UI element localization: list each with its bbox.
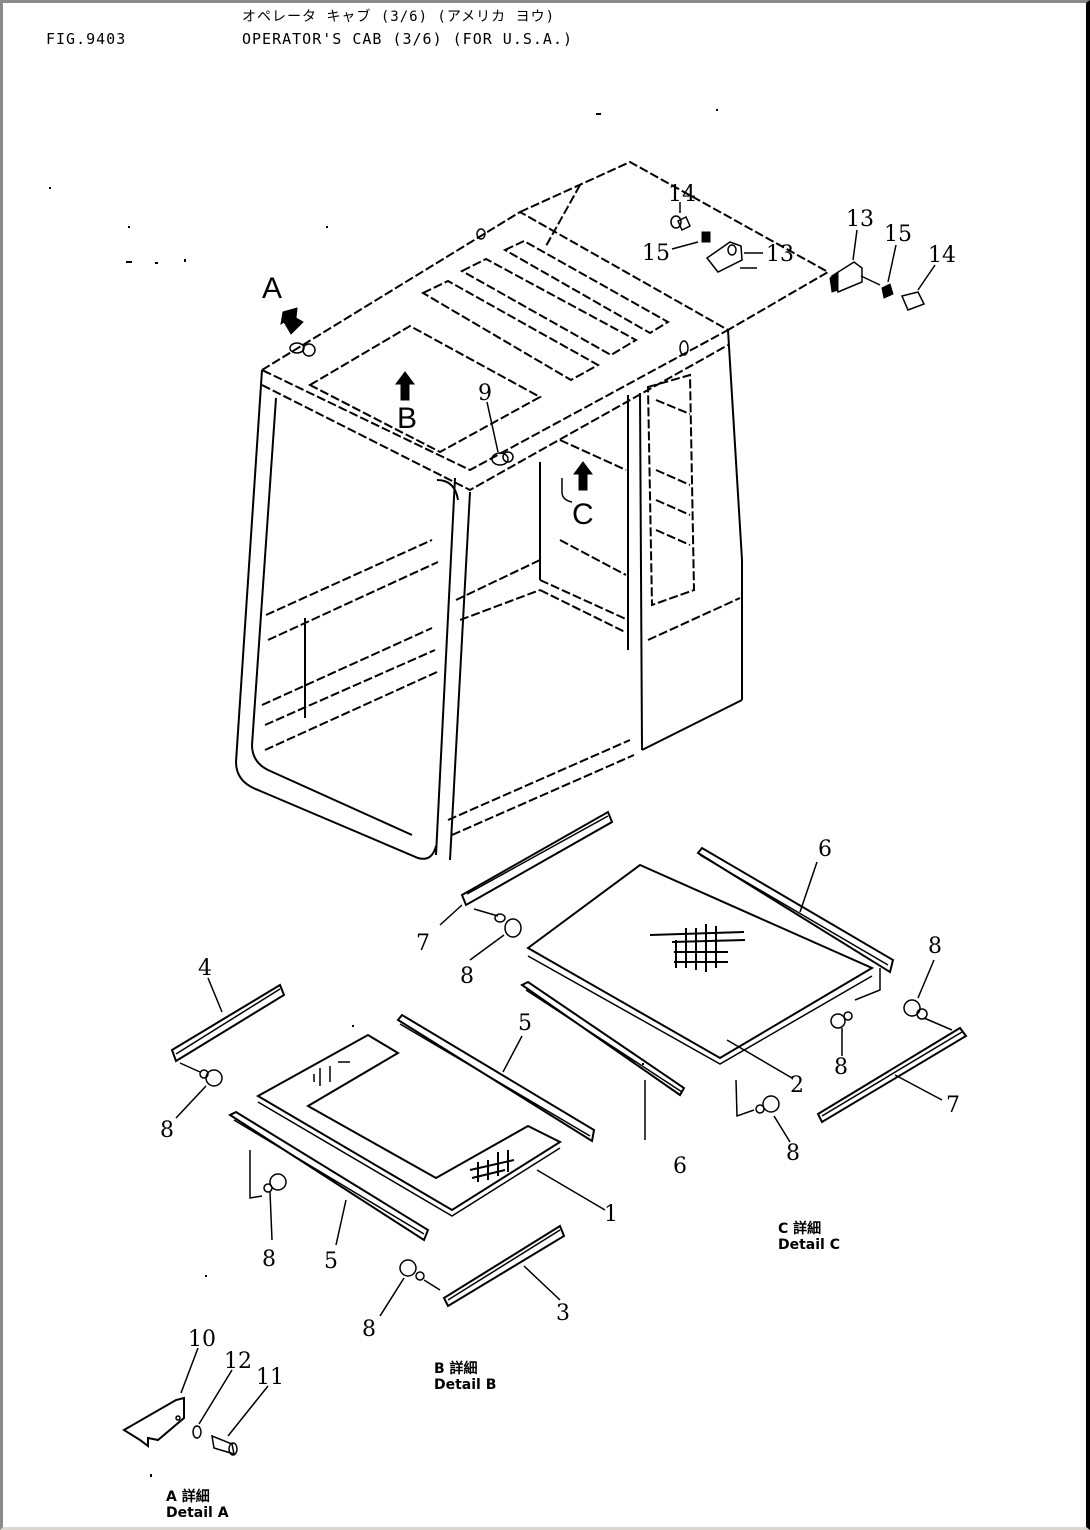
callout-5-lower: 5 [324,1249,338,1274]
callout-14-rear: 14 [928,243,956,268]
callout-8-lower-c: 8 [786,1141,800,1166]
callout-11: 11 [256,1365,284,1390]
callout-7-right: 7 [946,1093,960,1118]
part-4-rail: 4 [170,956,286,1063]
title-english: OPERATOR'S CAB (3/6) (FOR U.S.A.) [242,30,574,48]
callout-5: 5 [518,1011,532,1036]
part-6-lower-rail: 6 [520,980,687,1179]
part-9-clip: 9 [478,381,514,466]
view-arrow-c: C [561,461,594,531]
view-arrow-b: B [395,371,417,435]
roof-clip-top [476,228,689,356]
part-7-upper-rail: 7 [416,810,614,956]
callout-1: 1 [604,1202,618,1227]
cab-body [235,160,831,861]
svg-text:A: A [262,272,282,305]
title-japanese: オペレータ キャブ (3/6) (アメリカ ヨウ) [242,9,556,25]
callout-8-right: 8 [928,934,942,959]
bolt-8-lower-c: 8 [735,1079,800,1166]
callout-2: 2 [790,1073,804,1098]
roof-clip-a [289,342,316,357]
detail-b-caption: B 詳細 Detail B [434,1361,496,1393]
svg-text:C: C [572,498,594,531]
part-10-bracket: 10 [122,1327,216,1448]
callout-7: 7 [416,931,430,956]
mesh-hatch-large [649,924,746,972]
callout-15: 15 [642,241,670,266]
callout-8-mid: 8 [834,1055,848,1080]
part-11-bolt: 11 [211,1365,284,1456]
callout-15-rear: 15 [884,222,912,247]
svg-text:B: B [397,402,417,435]
view-arrow-a: A [262,272,304,335]
callout-8: 8 [460,964,474,989]
bolt-8-right: 8 [903,934,953,1031]
roof-bracket-assembly: 14 15 13 [642,182,794,273]
mesh-hatch-small [313,1061,515,1182]
callout-8-b3: 8 [362,1317,376,1342]
part-3-rail: 3 [442,1224,570,1326]
callout-13: 13 [766,242,794,267]
part-6-upper-rail: 6 [696,837,895,974]
part-2-floor-panel: 2 [526,863,875,1098]
callout-6-lower: 6 [673,1154,687,1179]
bolt-8-b1: 8 [160,1062,223,1143]
detail-b-english: Detail B [434,1377,497,1393]
callout-14: 14 [668,182,696,207]
part-7-right-rail: 7 [816,1026,968,1124]
callout-4: 4 [198,956,212,981]
detail-a-caption: A 詳細 Detail A [166,1489,229,1521]
bolt-8-mid: 8 [830,968,881,1080]
detail-c-english: Detail C [778,1237,841,1253]
callout-8-b1: 8 [160,1118,174,1143]
part-1-floor-frame: 1 [255,1033,618,1227]
callout-13-rear: 13 [846,207,874,232]
bolt-8-b2: 8 [249,1150,287,1272]
callout-8-b2: 8 [262,1247,276,1272]
bolt-8-upper: 8 [460,908,522,989]
figure-number: FIG.9403 [46,30,127,48]
detail-c-japanese: C 詳細 [778,1221,822,1237]
callout-6: 6 [818,837,832,862]
callout-12: 12 [224,1349,252,1374]
detail-b-japanese: B 詳細 [434,1361,478,1377]
part-5-upper-rail: 5 [396,1011,596,1143]
scan-specks [49,109,718,1477]
detail-a-english: Detail A [166,1505,229,1521]
detail-c-caption: C 詳細 Detail C [778,1221,840,1253]
callout-10: 10 [188,1327,216,1352]
bolt-8-b3: 8 [362,1259,441,1342]
part-5-lower-rail: 5 [227,1110,430,1274]
rear-bracket-assembly: 13 15 14 [829,207,956,311]
roof-window-opening [307,324,543,454]
callout-3: 3 [556,1301,570,1326]
callout-9: 9 [478,381,492,406]
detail-a-japanese: A 詳細 [166,1489,210,1505]
part-12-washer: 12 [192,1349,252,1439]
